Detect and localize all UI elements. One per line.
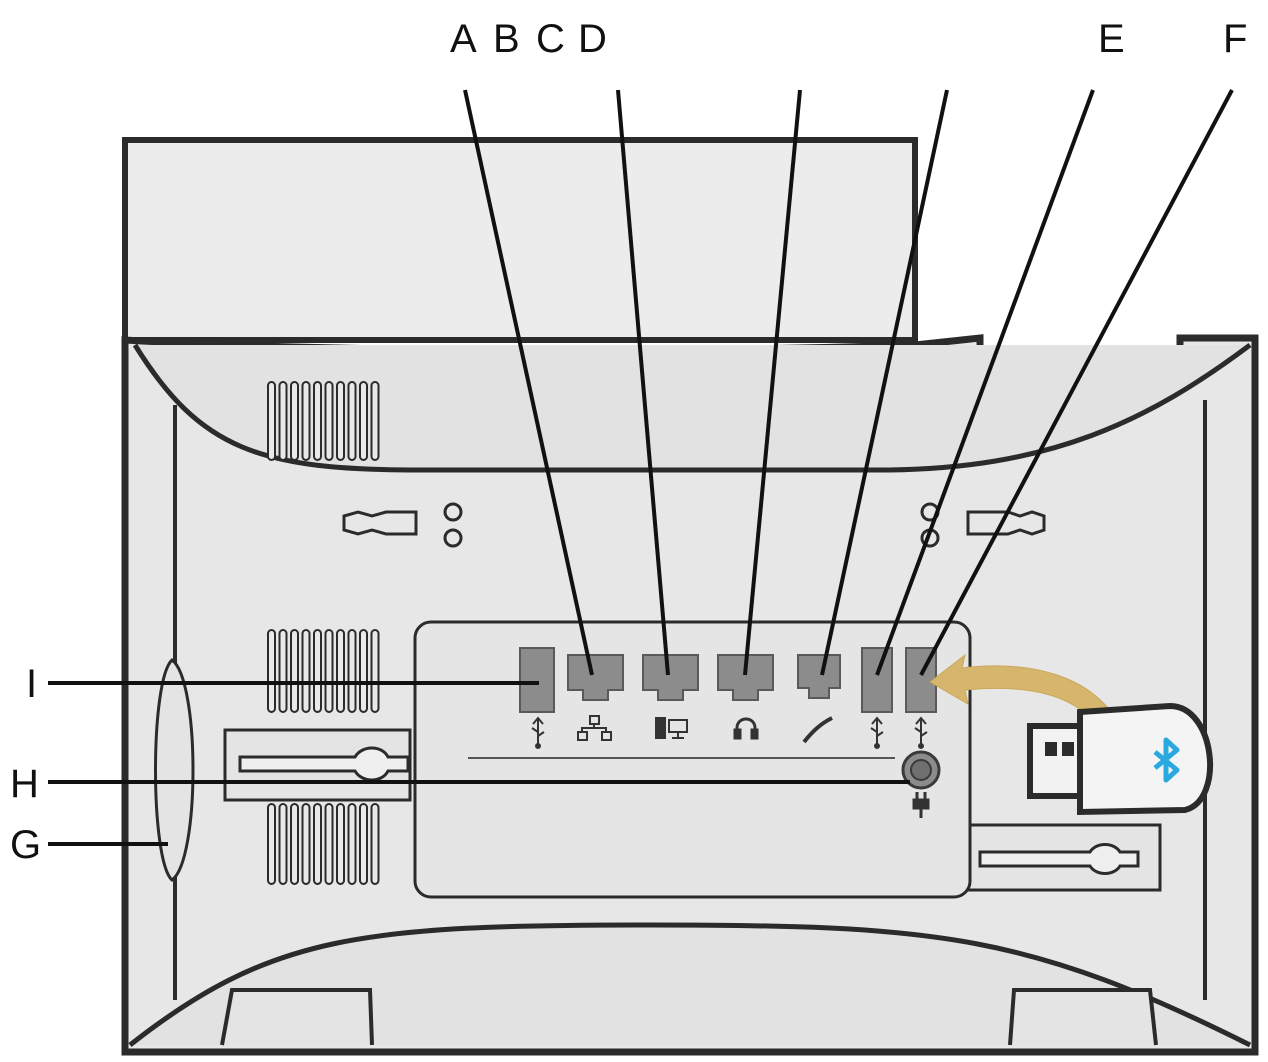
usb-icon [914, 716, 928, 749]
network-icon [577, 715, 612, 741]
vent-slot [347, 381, 357, 461]
stand-left-foot [220, 988, 374, 1046]
vent-slot [370, 803, 380, 885]
vent-top-left [267, 381, 380, 461]
vent-slot [290, 629, 299, 713]
callout-label-b: B [493, 17, 520, 61]
headset-port[interactable] [717, 654, 774, 701]
handset-cradle [122, 137, 918, 343]
vent-slot [267, 629, 276, 713]
vent-slot [278, 629, 288, 713]
callout-label-d: D [578, 17, 607, 61]
callout-label-f: F [1223, 17, 1247, 61]
vent-slot [336, 381, 345, 461]
vent-slot [290, 803, 299, 885]
body-dome [132, 342, 1252, 473]
callout-label-c: C [536, 17, 565, 61]
side-latch [154, 658, 195, 882]
vent-slot [301, 381, 311, 461]
usb-icon [870, 716, 884, 749]
vent-bottom-left [267, 803, 380, 885]
callout-label-h: H [10, 762, 39, 806]
vent-slot [313, 381, 322, 461]
leader-lines [48, 89, 1234, 846]
stand-right-foot [1008, 988, 1158, 1046]
vent-mid-left [267, 629, 380, 713]
vent-slot [324, 629, 334, 713]
vent-slot [347, 803, 357, 885]
power-plug-icon [912, 792, 930, 818]
pc-icon [655, 717, 688, 739]
vent-slot [324, 803, 334, 885]
vent-slot [301, 629, 311, 713]
network-port[interactable] [567, 654, 624, 701]
vent-slot [267, 381, 276, 461]
vent-slot [313, 803, 322, 885]
pc-port[interactable] [642, 654, 699, 701]
vent-slot [324, 381, 334, 461]
usb-port-i[interactable] [519, 647, 555, 713]
vent-slot [359, 803, 368, 885]
vent-slot [347, 629, 357, 713]
callout-label-g: G [10, 823, 41, 867]
vent-slot [267, 803, 276, 885]
callout-label-i: I [26, 662, 37, 706]
vent-slot [278, 381, 288, 461]
cable-guide-left-slot [238, 746, 410, 782]
vent-slot [290, 381, 299, 461]
vent-slot [301, 803, 311, 885]
callout-label-e: E [1098, 17, 1125, 61]
bluetooth-dongle [1027, 702, 1214, 816]
power-jack[interactable] [901, 750, 941, 790]
vent-slot [313, 629, 322, 713]
usb-icon [531, 716, 545, 749]
vent-slot [359, 381, 368, 461]
cable-guide-right-slot [978, 843, 1140, 875]
vent-slot [370, 381, 380, 461]
vent-slot [359, 629, 368, 713]
handset-icon [802, 716, 833, 744]
callout-label-a: A [450, 17, 477, 61]
handset-port[interactable] [797, 654, 841, 699]
vent-slot [370, 629, 380, 713]
headset-icon [733, 717, 759, 740]
bluetooth-icon [1153, 737, 1180, 783]
vent-slot [336, 803, 345, 885]
stand-base [128, 922, 1252, 1048]
vent-slot [336, 629, 345, 713]
wall-mount-left [342, 502, 463, 548]
vent-slot [278, 803, 288, 885]
usb-port-e[interactable] [861, 647, 893, 713]
